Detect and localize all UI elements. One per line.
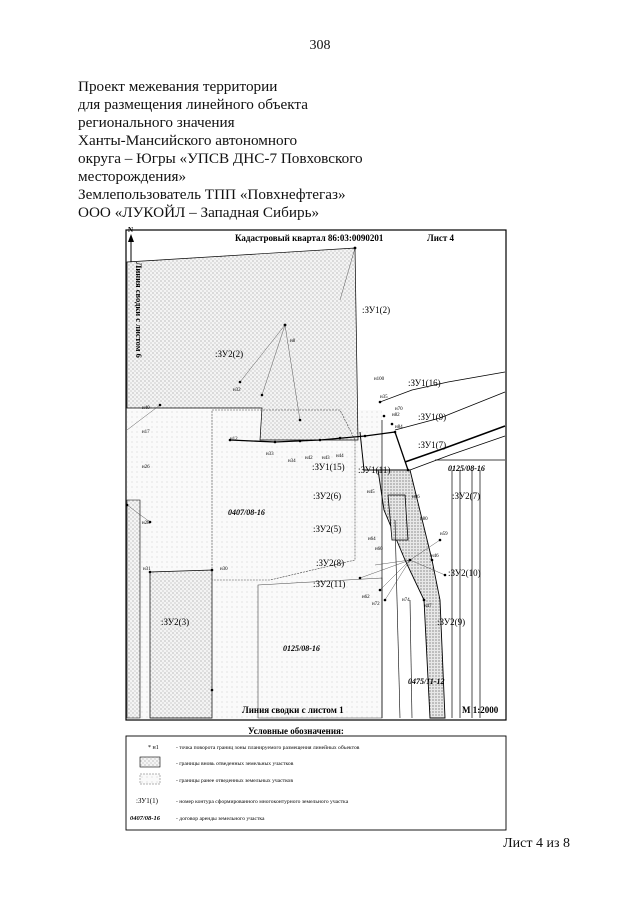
document-title: Проект межевания территории для размещен… xyxy=(78,78,363,222)
road-line xyxy=(394,391,506,431)
road-line xyxy=(409,435,506,471)
point-label: н17 xyxy=(142,430,150,435)
contour-label: :ЗУ1(11) xyxy=(358,465,390,475)
north-arrow-icon xyxy=(128,234,134,262)
line-object xyxy=(229,431,409,471)
point-label: н32 xyxy=(233,388,241,393)
contour-label: :ЗУ2(6) xyxy=(313,491,341,501)
bottom-junction-label: Линия сводки с листом 1 xyxy=(242,705,344,715)
legend-new-parcel-swatch xyxy=(139,756,161,768)
page-number: 308 xyxy=(309,38,331,53)
legend-symbol: * н1 xyxy=(148,745,159,751)
point-label: н84 xyxy=(395,425,403,430)
legend-box xyxy=(125,735,507,831)
point-label: н74 xyxy=(402,598,410,603)
legend-text: - границы ранее отведенных земельных уча… xyxy=(176,778,293,784)
contour-label: :ЗУ1(9) xyxy=(418,412,446,422)
point-label: н44 xyxy=(336,454,344,459)
point-label: н33 xyxy=(266,452,274,457)
point-label: н60 xyxy=(375,547,383,552)
point-label: н30 xyxy=(220,567,228,572)
title-line: регионального значения xyxy=(78,114,235,131)
point-label: н80 xyxy=(420,517,428,522)
map-sheet-label: Лист 4 xyxy=(427,233,455,243)
legend-old-parcel-swatch xyxy=(139,773,161,785)
contour-label: :ЗУ2(11) xyxy=(313,579,345,589)
north-label: N xyxy=(128,226,133,234)
parcel-zu2-3 xyxy=(149,569,213,719)
point-label: н40 xyxy=(142,406,150,411)
point-label: н34 xyxy=(288,459,296,464)
title-line: Проект межевания территории xyxy=(78,78,278,95)
point-label: н35 xyxy=(380,395,388,400)
contour-label: :ЗУ2(10) xyxy=(448,568,481,578)
legend-symbol: :ЗУ1(1) xyxy=(136,797,159,805)
corridor-box xyxy=(387,494,409,541)
point-label: н64 xyxy=(368,537,376,542)
point-label: н31 xyxy=(143,567,151,572)
point-label: н45 xyxy=(367,490,375,495)
point-label: н42 xyxy=(305,456,313,461)
contour-label: :ЗУ1(16) xyxy=(408,378,441,388)
right-boundary xyxy=(409,599,413,719)
title-line: округа – Югры «УПСВ ДНС-7 Повховского xyxy=(78,150,363,167)
parcel-left-strip xyxy=(126,499,141,719)
cadastral-quarter: Кадастровый квартал 86:03:0090201 xyxy=(235,233,384,243)
point-rays xyxy=(126,247,446,601)
lease-label: 0407/08-16 xyxy=(228,508,265,517)
lease-label: 0125/08-16 xyxy=(448,464,485,473)
left-junction-label: Линия сводки с листом 6 xyxy=(134,262,144,358)
contour-label: :ЗУ2(9) xyxy=(437,617,465,627)
point-label: н8 xyxy=(290,339,296,344)
contour-label: :ЗУ2(5) xyxy=(313,524,341,534)
point-label: н100 xyxy=(374,377,385,382)
contour-label: :ЗУ2(2) xyxy=(215,349,243,359)
point-label: н28 xyxy=(142,521,150,526)
point-label: н43 xyxy=(322,456,330,461)
point-label: н62 xyxy=(362,595,370,600)
road-line xyxy=(379,371,506,403)
title-line: Землепользователь ТПП «Повхнефтегаз» xyxy=(78,186,346,203)
point-label: н47 xyxy=(424,604,432,609)
road-line xyxy=(404,425,506,463)
point-label: н46 xyxy=(431,554,439,559)
title-line: для размещения линейного объекта xyxy=(78,96,308,113)
parcel-0407 xyxy=(211,409,356,581)
legend-text: - границы вновь отведенных земельных уча… xyxy=(176,761,294,767)
legend-title: Условные обозначения: xyxy=(248,726,344,736)
title-line: Ханты-Мансийского автономного xyxy=(78,132,298,149)
right-boundary xyxy=(394,519,401,719)
contour-label: :ЗУ2(8) xyxy=(316,558,344,568)
legend-text: - договор аренды земельного участка xyxy=(176,816,265,822)
title-line: ООО «ЛУКОЙЛ – Западная Сибирь» xyxy=(78,204,320,221)
lease-label: 0475/11-12 xyxy=(408,677,444,686)
point-label: н12 xyxy=(230,437,238,442)
contour-label: :ЗУ1(15) xyxy=(312,462,345,472)
legend-text: - номер контура сформированного многокон… xyxy=(176,798,349,805)
line-object xyxy=(359,431,378,471)
contour-label: :ЗУ2(3) xyxy=(161,617,189,627)
contour-label: :ЗУ1(2) xyxy=(362,305,390,315)
legend-text: - точка поворота границ зоны планируемог… xyxy=(176,744,360,751)
point-markers xyxy=(125,246,447,692)
legend-symbol: 0407/08-16 xyxy=(130,815,161,822)
title-line: месторождения» xyxy=(78,168,187,185)
point-label: н26 xyxy=(142,465,150,470)
sheet-counter: Лист 4 из 8 xyxy=(503,836,570,851)
lease-label: 0125/08-16 xyxy=(283,644,320,653)
point-label: н86 xyxy=(412,495,420,500)
contour-label: :ЗУ1(7) xyxy=(418,440,446,450)
scale-label: М 1:2000 xyxy=(462,705,499,715)
point-label: н72 xyxy=(372,602,380,607)
point-label: н70 xyxy=(395,407,403,412)
point-label: н82 xyxy=(392,413,400,418)
contour-label: :ЗУ2(7) xyxy=(452,491,480,501)
point-label: н59 xyxy=(440,532,448,537)
